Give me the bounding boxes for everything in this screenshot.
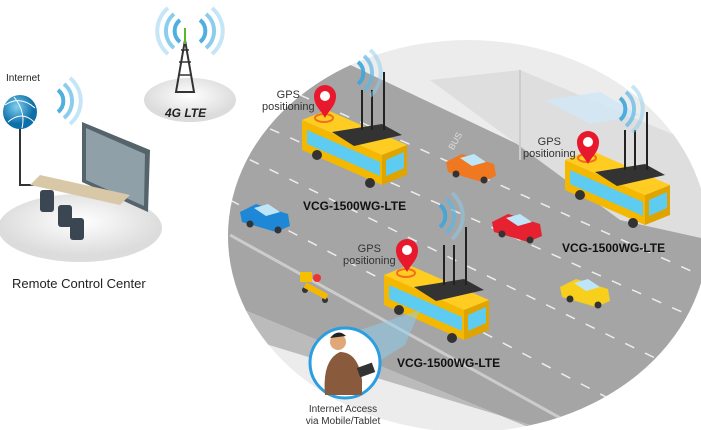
bus-2-model-label: VCG-1500WG-LTE [562,241,666,255]
remote-control-center-label: Remote Control Center [12,276,146,291]
gps-label-line1: GPS [537,136,561,148]
mobile-access-line1: Internet Access [308,404,378,415]
bus-3-model-label: VCG-1500WG-LTE [397,356,501,370]
gps-label-line1: GPS [357,243,381,255]
gps-label-line2: positioning [262,101,315,113]
internet-label: Internet [6,73,40,84]
gps-label-line2: positioning [523,148,576,160]
bus-1-model-label: VCG-1500WG-LTE [303,199,407,213]
gps-label-line1: GPS [276,89,300,101]
gps-label-line2: positioning [343,255,396,267]
lte-tower-label: 4G LTE [165,106,207,120]
mobile-access-line2: via Mobile/Tablet [305,416,381,427]
